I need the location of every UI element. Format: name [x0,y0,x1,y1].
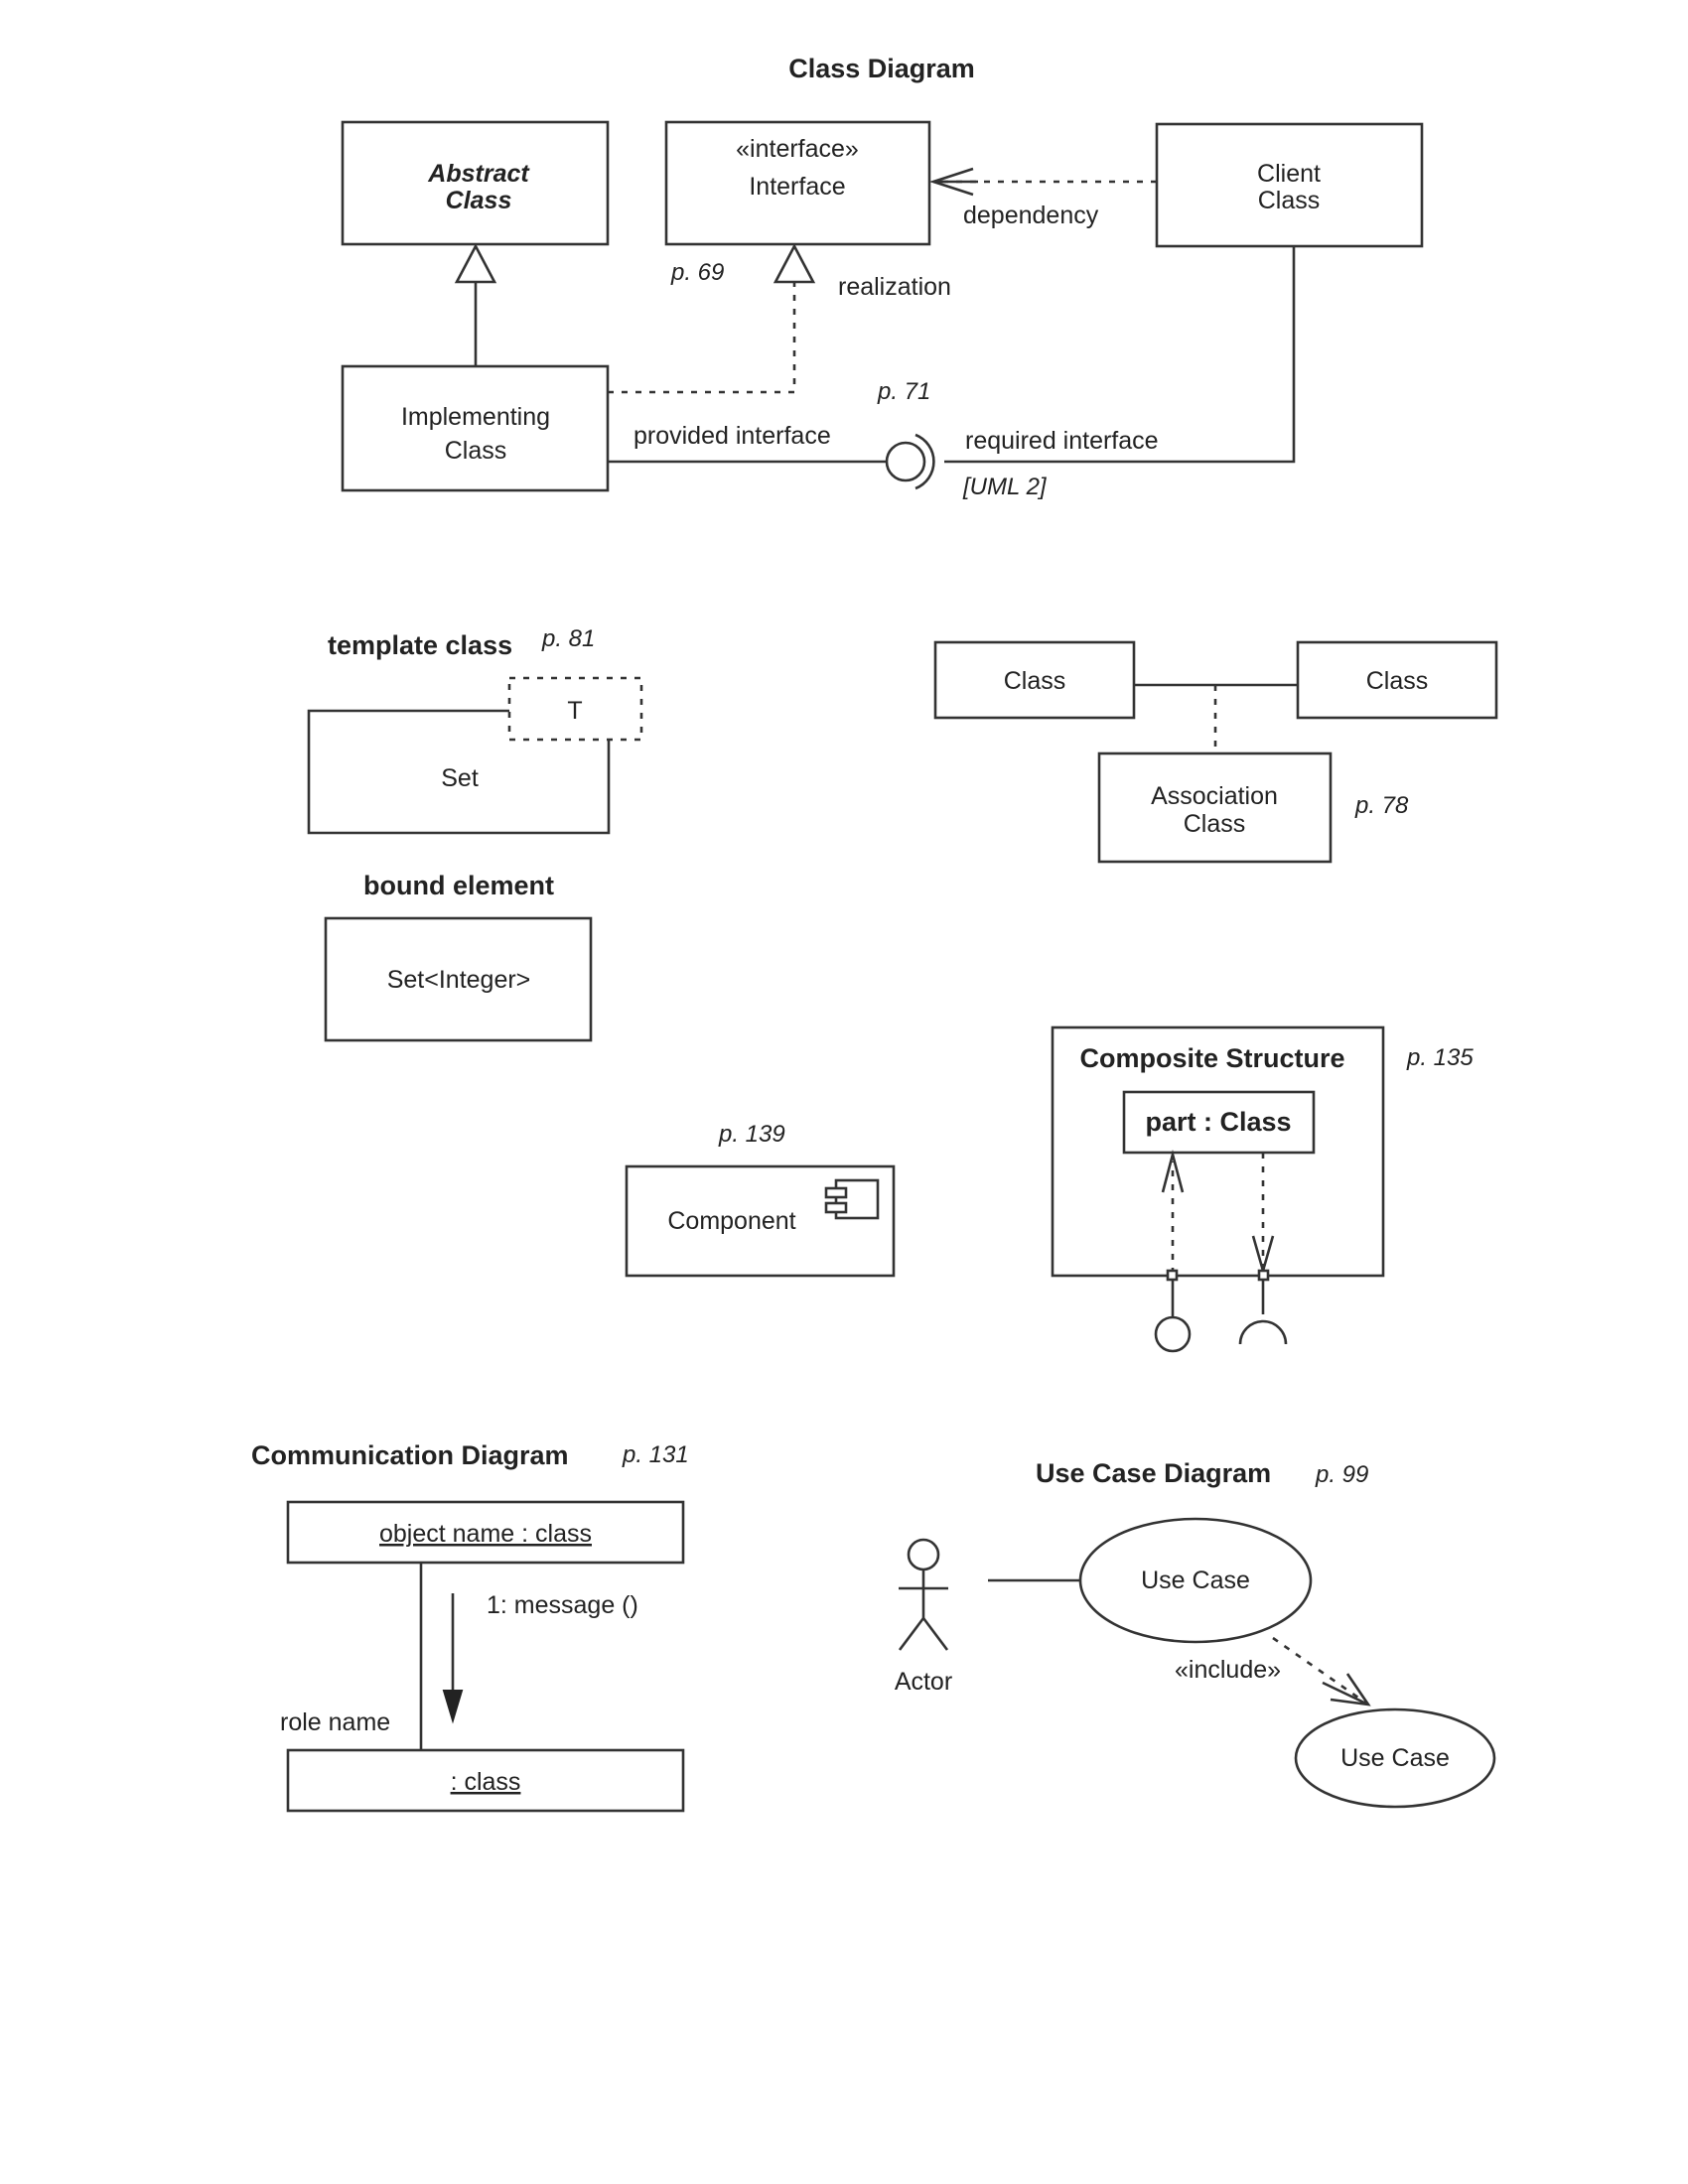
association-class-right [1296,640,1498,720]
interface-name: Interface [749,173,845,201]
composite-page-ref: p. 135 [1406,1044,1474,1071]
include-arrowhead [1322,1673,1371,1706]
template-parameter: T [567,697,582,725]
actor-figure [898,1538,949,1651]
implementing-class-label-1: Implementing [401,403,550,431]
bound-element-box [324,916,593,1042]
client-class-box [1155,122,1424,248]
actor-label: Actor [895,1668,952,1696]
dependency-label: dependency [963,202,1099,229]
composite-provided-ball [1154,1315,1192,1353]
implementing-class-label-2: Class [445,437,507,465]
use-case-2 [1294,1707,1496,1809]
component-page-ref: p. 139 [718,1121,785,1148]
association-page-ref: p. 78 [1354,792,1409,819]
part-label: part : Class [1145,1107,1291,1137]
use-case-diagram-title: Use Case Diagram [1036,1458,1271,1488]
generalization-triangle [454,243,497,284]
message-arrowhead [442,1690,464,1724]
provided-interface-ball [885,441,926,482]
association-class-label-2: Class [1184,810,1246,838]
required-interface-socket [914,433,935,490]
association-class-label-1: Association [1151,782,1278,810]
association-class-left-label: Class [1004,667,1066,695]
part-box [1122,1090,1316,1155]
interface-stereotype: «interface» [736,135,859,163]
implementing-class-box [341,364,610,492]
use-case-1-label: Use Case [1141,1567,1250,1594]
communication-page-ref: p. 131 [622,1441,689,1468]
realization-triangle [773,243,816,284]
component-name: Component [667,1207,795,1235]
set-name: Set [441,764,479,792]
object-box [286,1500,685,1565]
composite-port-left-arrow [1161,1149,1185,1193]
association-class-left [933,640,1136,720]
composite-port-left [1166,1269,1179,1282]
abstract-class-label-2: Class [446,187,512,214]
provided-interface-label: provided interface [633,422,831,450]
role-class-box [286,1748,685,1813]
uml2-note: [UML 2] [962,474,1048,500]
class-diagram-title: Class Diagram [788,54,975,83]
association-class-right-label: Class [1366,667,1429,695]
required-interface-page-ref: p. 71 [877,378,930,405]
composite-structure-title: Composite Structure [1079,1043,1344,1073]
use-case-1 [1078,1517,1313,1644]
interface-page-ref: p. 69 [670,259,724,286]
required-interface-line [944,246,1296,464]
bound-element-name: Set<Integer> [387,966,531,994]
use-case-2-label: Use Case [1340,1744,1450,1772]
realization-line [608,283,796,394]
bound-element-label: bound element [363,871,554,900]
interface-box [664,120,931,246]
include-label: «include» [1175,1656,1281,1684]
object-label: object name : class [379,1520,592,1548]
realization-label: realization [838,273,951,301]
include-line [1272,1636,1369,1706]
component-icon [824,1178,880,1220]
abstract-class-box [341,120,610,246]
template-page-ref: p. 81 [541,625,595,652]
association-class-box [1097,751,1333,864]
role-name-label: role name [280,1708,390,1736]
role-class-label: : class [451,1768,521,1796]
required-interface-label: required interface [965,427,1159,455]
composite-port-right [1257,1269,1270,1282]
communication-diagram-title: Communication Diagram [251,1440,569,1470]
abstract-class-label-1: Abstract [427,160,530,188]
set-box [307,709,611,835]
use-case-page-ref: p. 99 [1315,1461,1368,1488]
template-class-label: template class [328,630,512,660]
composite-required-socket [1238,1319,1288,1345]
dependency-arrowhead [928,167,978,197]
client-class-label-1: Client [1257,160,1321,188]
message-label: 1: message () [487,1591,638,1619]
client-class-label-2: Class [1258,187,1321,214]
